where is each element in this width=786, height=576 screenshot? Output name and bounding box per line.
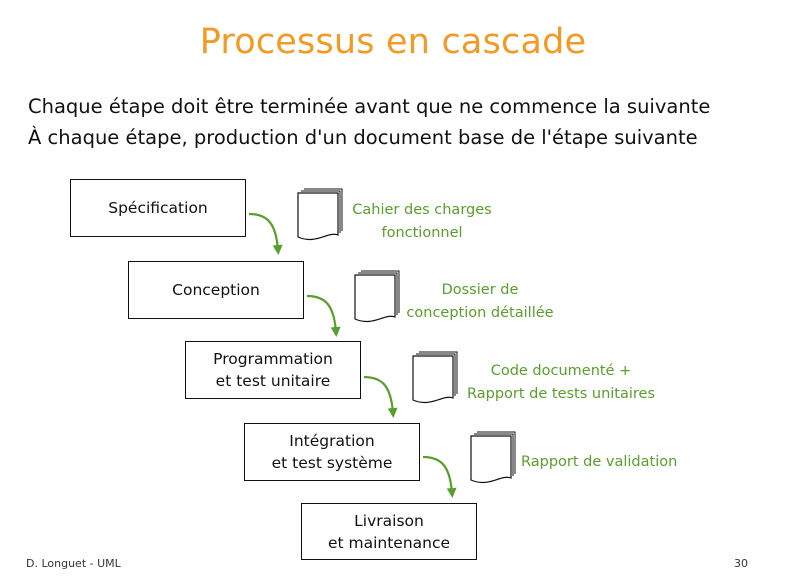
page-number: 30	[734, 557, 748, 570]
arrow-4	[422, 455, 457, 498]
arrow-1	[248, 212, 283, 255]
doc-label-line: Rapport de tests unitaires	[466, 386, 656, 402]
arrow-3	[363, 375, 398, 418]
doc-label-line: Cahier des charges	[352, 202, 492, 218]
doc-label-line: Dossier de	[441, 282, 519, 298]
document-label-cahier: Cahier des charges fonctionnel	[347, 199, 497, 245]
arrow-2	[306, 294, 341, 337]
document-label-code: Code documenté + Rapport de tests unitai…	[461, 360, 661, 406]
step-livraison: Livraison et maintenance	[301, 503, 477, 560]
intro-line-1: Chaque étape doit être terminée avant qu…	[28, 95, 711, 118]
document-icon	[470, 431, 516, 484]
intro-line-2: À chaque étape, production d'un document…	[28, 126, 698, 149]
step-label: et maintenance	[327, 533, 451, 552]
doc-label-line: Rapport de validation	[521, 454, 678, 470]
document-icon	[412, 351, 458, 404]
step-programmation: Programmation et test unitaire	[185, 341, 361, 399]
document-label-validation: Rapport de validation	[521, 451, 691, 474]
step-label: Intégration	[289, 432, 375, 450]
step-label: et test système	[271, 454, 393, 472]
doc-label-line: Code documenté +	[490, 363, 632, 379]
footer-author: D. Longuet - UML	[26, 557, 121, 570]
step-label: Programmation	[213, 350, 333, 368]
doc-label-line: conception détaillée	[406, 305, 554, 321]
step-label: et test unitaire	[215, 372, 331, 390]
slide-title: Processus en cascade	[199, 22, 587, 62]
document-label-dossier: Dossier de conception détaillée	[405, 279, 555, 325]
step-label: Conception	[172, 281, 260, 299]
step-label: Spécification	[108, 199, 208, 217]
document-icon	[354, 270, 400, 323]
step-label: Livraison	[354, 511, 424, 530]
step-specification: Spécification	[70, 179, 246, 237]
doc-label-line: fonctionnel	[381, 225, 463, 241]
document-icon	[297, 188, 343, 241]
step-conception: Conception	[128, 261, 304, 319]
step-integration: Intégration et test système	[244, 423, 420, 481]
